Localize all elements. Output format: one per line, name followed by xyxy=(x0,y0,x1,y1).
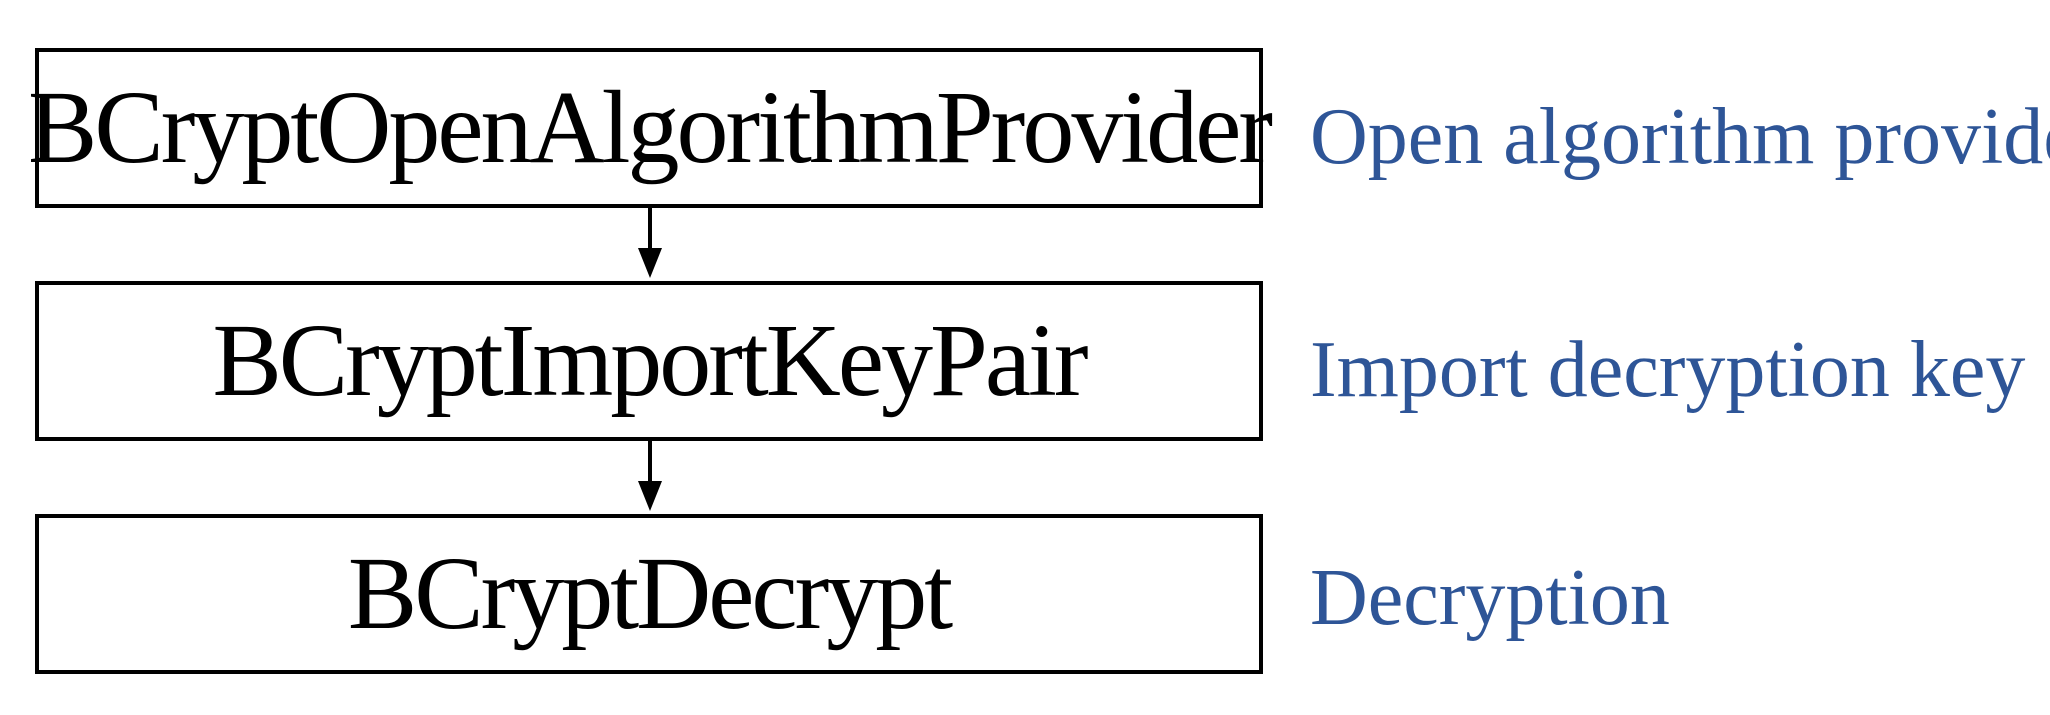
arrow-1-to-2 xyxy=(638,208,662,278)
step-function-name: BCryptDecrypt xyxy=(347,536,953,651)
step-box-open-algorithm-provider: BCryptOpenAlgorithmProvider xyxy=(28,48,1273,208)
step-function-name: BCryptOpenAlgorithmProvider xyxy=(28,70,1273,185)
step-description: Open algorithm provider xyxy=(1310,93,2050,181)
step-box-decrypt: BCryptDecrypt xyxy=(35,514,1263,674)
step-function-name: BCryptImportKeyPair xyxy=(212,303,1088,418)
arrow-2-to-3 xyxy=(638,441,662,511)
step-description: Import decryption key xyxy=(1310,326,2026,414)
step-description: Decryption xyxy=(1310,554,1670,642)
step-box-import-key-pair: BCryptImportKeyPair xyxy=(35,281,1263,441)
